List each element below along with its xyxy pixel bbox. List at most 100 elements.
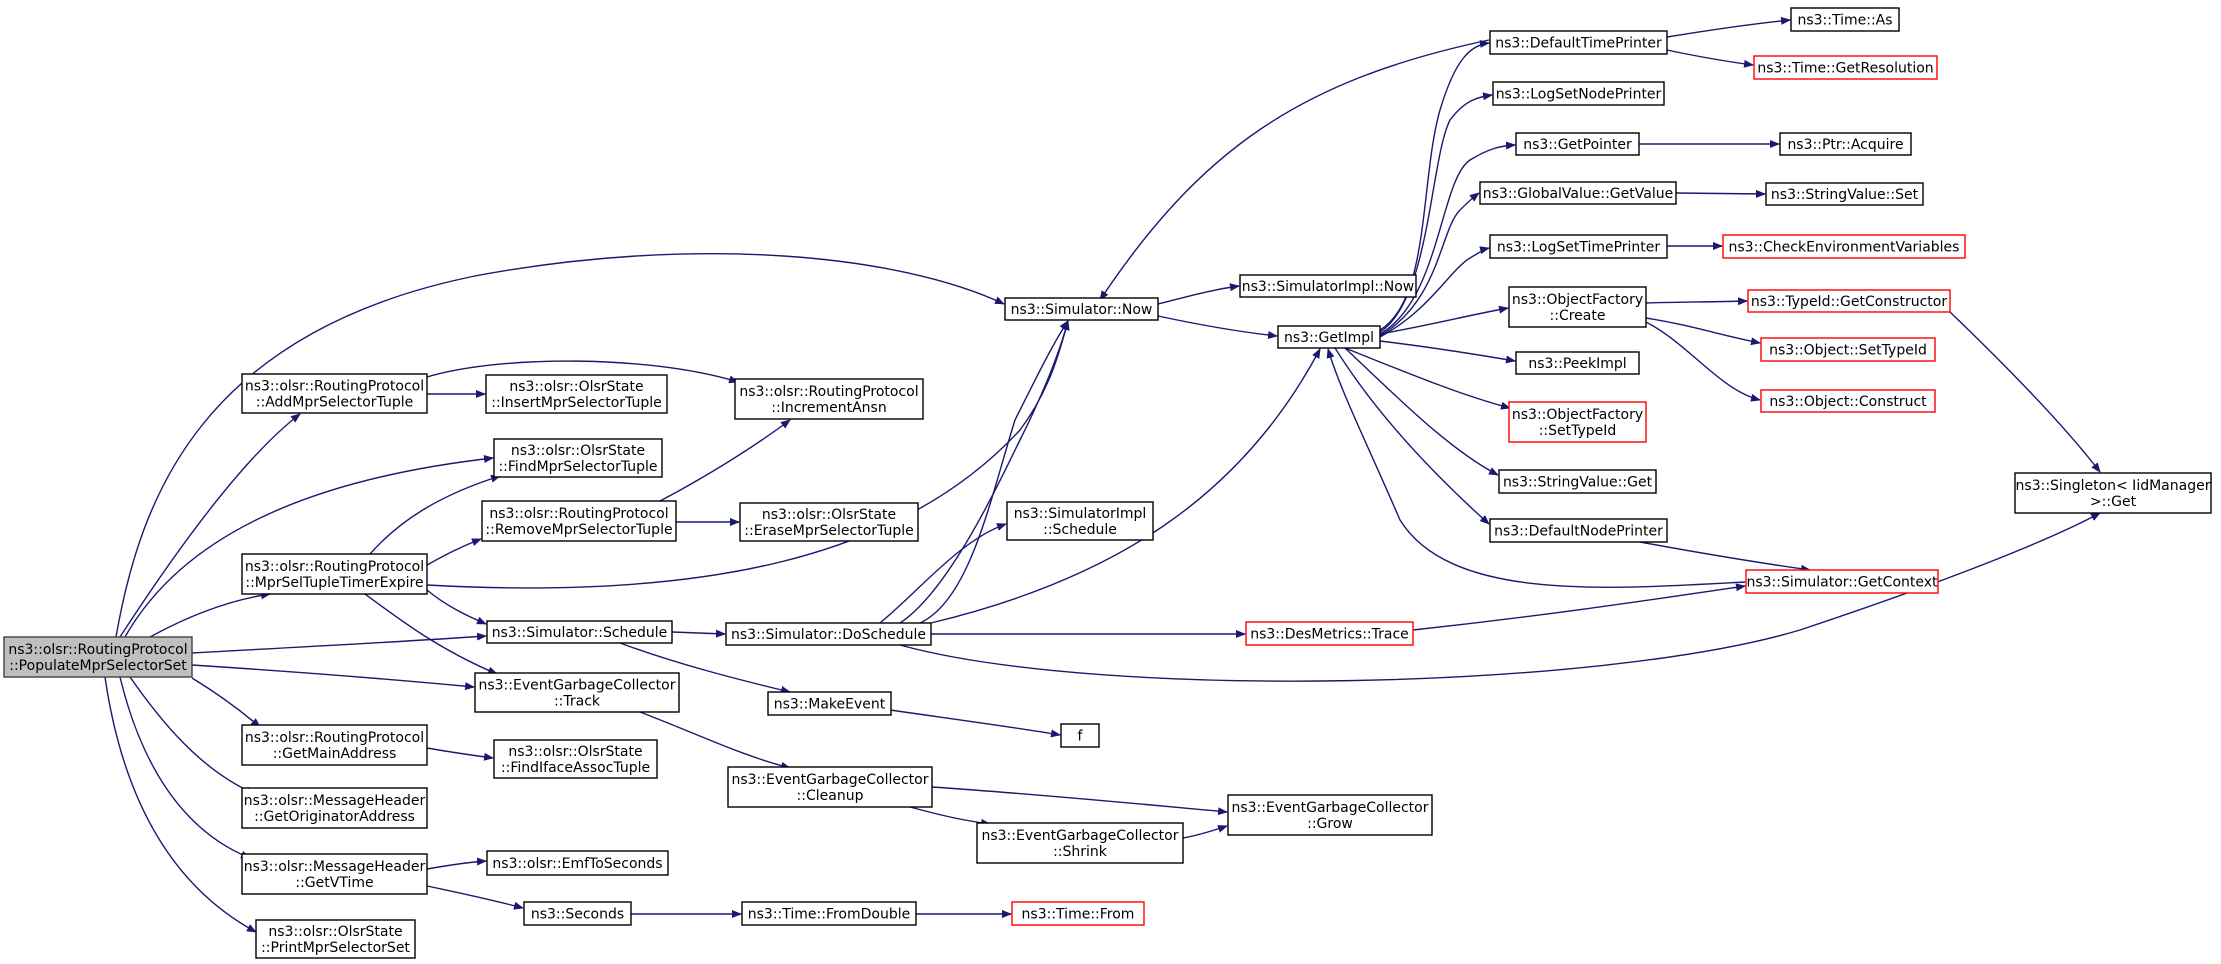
node-gv-getvalue[interactable]: ns3::GlobalValue::GetValue bbox=[1479, 181, 1677, 205]
node-of-create[interactable]: ns3::ObjectFactory::Create bbox=[1508, 286, 1647, 328]
node-sim-now[interactable]: ns3::Simulator::Now bbox=[1004, 297, 1159, 321]
node-increment-ansn[interactable]: ns3::olsr::RoutingProtocol::IncrementAns… bbox=[734, 378, 924, 420]
edge-get_impl-to-sv_get bbox=[1344, 347, 1499, 476]
node-get-vtime[interactable]: ns3::olsr::MessageHeader::GetVTime bbox=[241, 853, 428, 895]
edge-get_impl-to-of_settypeid bbox=[1344, 347, 1511, 410]
node-of-settypeid[interactable]: ns3::ObjectFactory::SetTypeId bbox=[1508, 401, 1647, 443]
node-box bbox=[481, 500, 677, 542]
node-label: ns3::olsr::RoutingProtocol bbox=[245, 379, 424, 395]
edge-populate-to-add_mpr bbox=[119, 413, 301, 638]
node-do-schedule[interactable]: ns3::Simulator::DoSchedule bbox=[725, 622, 932, 646]
node-make-event[interactable]: ns3::MakeEvent bbox=[767, 691, 892, 716]
node-label: ns3::Object::Construct bbox=[1769, 394, 1927, 410]
edge-egc_track-to-egc_cleanup bbox=[639, 711, 791, 770]
node-box bbox=[1745, 569, 1939, 594]
node-singleton-get[interactable]: ns3::Singleton< IidManager>::Get bbox=[2014, 472, 2212, 514]
node-erase-mpr[interactable]: ns3::olsr::OlsrState::EraseMprSelectorTu… bbox=[739, 502, 919, 542]
node-egc-track[interactable]: ns3::EventGarbageCollector::Track bbox=[474, 672, 680, 713]
node-emf[interactable]: ns3::olsr::EmfToSeconds bbox=[486, 850, 669, 876]
edge-sim_now-to-simimpl_now bbox=[1157, 283, 1240, 305]
edge-get_impl-to-get_pointer bbox=[1379, 141, 1516, 335]
node-time-as[interactable]: ns3::Time::As bbox=[1790, 7, 1900, 32]
node-ptr-acquire[interactable]: ns3::Ptr::Acquire bbox=[1779, 132, 1912, 156]
node-sim-getcontext[interactable]: ns3::Simulator::GetContext bbox=[1745, 569, 1939, 594]
node-get-pointer[interactable]: ns3::GetPointer bbox=[1515, 132, 1640, 156]
node-label: ns3::olsr::MessageHeader bbox=[244, 859, 426, 875]
node-egc-shrink[interactable]: ns3::EventGarbageCollector::Shrink bbox=[976, 822, 1184, 864]
node-label: ns3::Object::SetTypeId bbox=[1769, 343, 1927, 359]
node-box bbox=[727, 766, 933, 808]
edge-gv_getvalue-to-sv_set bbox=[1675, 189, 1766, 198]
node-box bbox=[241, 853, 428, 895]
node-log-time[interactable]: ns3::LogSetTimePrinter bbox=[1489, 234, 1668, 259]
node-find-iface[interactable]: ns3::olsr::OlsrState::FindIfaceAssocTupl… bbox=[493, 739, 658, 779]
node-label: ns3::SimulatorImpl::Now bbox=[1242, 279, 1415, 295]
node-peek-impl[interactable]: ns3::PeekImpl bbox=[1515, 351, 1640, 375]
node-label: ns3::ObjectFactory bbox=[1512, 292, 1643, 308]
node-seconds[interactable]: ns3::Seconds bbox=[523, 901, 632, 926]
node-label: ns3::GlobalValue::GetValue bbox=[1483, 186, 1673, 202]
edge-egc_cleanup-to-egc_shrink bbox=[909, 806, 991, 827]
node-mprsel-expire[interactable]: ns3::olsr::RoutingProtocol::MprSelTupleT… bbox=[241, 553, 428, 595]
node-box bbox=[1489, 234, 1668, 259]
node-egc-grow[interactable]: ns3::EventGarbageCollector::Grow bbox=[1227, 794, 1433, 836]
edge-default_time-to-time_getres bbox=[1666, 49, 1754, 68]
node-get-impl[interactable]: ns3::GetImpl bbox=[1277, 325, 1381, 349]
node-label: ::InsertMprSelectorTuple bbox=[491, 395, 662, 411]
node-label: ns3::Time::FromDouble bbox=[748, 907, 911, 923]
node-label: f bbox=[1078, 729, 1084, 745]
node-label: ns3::EventGarbageCollector bbox=[1231, 800, 1428, 816]
node-label: ::GetOriginatorAddress bbox=[254, 809, 415, 825]
edge-egc_cleanup-to-egc_grow bbox=[931, 786, 1228, 816]
node-label: ns3::EventGarbageCollector bbox=[478, 678, 675, 694]
node-log-node[interactable]: ns3::LogSetNodePrinter bbox=[1492, 81, 1665, 106]
node-label: ::Track bbox=[554, 694, 601, 710]
node-time-fromdouble[interactable]: ns3::Time::FromDouble bbox=[741, 901, 917, 926]
node-obj-construct[interactable]: ns3::Object::Construct bbox=[1760, 389, 1936, 413]
node-sim-schedule[interactable]: ns3::Simulator::Schedule bbox=[486, 620, 673, 644]
node-time-from[interactable]: ns3::Time::From bbox=[1011, 901, 1145, 926]
node-typeid-getctor[interactable]: ns3::TypeId::GetConstructor bbox=[1747, 289, 1951, 313]
node-box bbox=[486, 850, 669, 876]
node-box bbox=[241, 724, 428, 766]
edge-populate-to-sim_now bbox=[115, 252, 1005, 638]
node-populate[interactable]: ns3::olsr::RoutingProtocol::PopulateMprS… bbox=[3, 636, 193, 678]
node-add-mpr[interactable]: ns3::olsr::RoutingProtocol::AddMprSelect… bbox=[241, 373, 428, 414]
node-check-env[interactable]: ns3::CheckEnvironmentVariables bbox=[1722, 234, 1966, 259]
edge-do_schedule-to-singleton_get bbox=[899, 512, 2101, 682]
node-label: ::MprSelTupleTimerExpire bbox=[245, 575, 423, 591]
node-label: ns3::Time::GetResolution bbox=[1757, 61, 1933, 77]
node-label: ns3::LogSetNodePrinter bbox=[1496, 87, 1662, 103]
node-insert-mpr[interactable]: ns3::olsr::OlsrState::InsertMprSelectorT… bbox=[485, 374, 668, 414]
edge-populate-to-mprsel_expire bbox=[149, 591, 271, 638]
node-find-mpr[interactable]: ns3::olsr::OlsrState::FindMprSelectorTup… bbox=[493, 438, 663, 478]
node-egc-cleanup[interactable]: ns3::EventGarbageCollector::Cleanup bbox=[727, 766, 933, 808]
node-simimpl-now[interactable]: ns3::SimulatorImpl::Now bbox=[1239, 274, 1417, 298]
node-default-time[interactable]: ns3::DefaultTimePrinter bbox=[1489, 30, 1668, 55]
node-box bbox=[1479, 181, 1677, 205]
node-sv-get[interactable]: ns3::StringValue::Get bbox=[1498, 469, 1657, 494]
edge-get_impl-to-gv_getvalue bbox=[1379, 192, 1480, 337]
node-get-main[interactable]: ns3::olsr::RoutingProtocol::GetMainAddre… bbox=[241, 724, 428, 766]
node-f[interactable]: f bbox=[1060, 723, 1100, 748]
edge-populate-to-egc_track bbox=[191, 664, 475, 691]
node-obj-settypeid[interactable]: ns3::Object::SetTypeId bbox=[1760, 337, 1936, 362]
node-time-getres[interactable]: ns3::Time::GetResolution bbox=[1753, 55, 1938, 80]
node-label: ns3::olsr::RoutingProtocol bbox=[8, 642, 187, 658]
node-label: ns3::CheckEnvironmentVariables bbox=[1729, 240, 1960, 256]
node-box bbox=[241, 787, 428, 829]
node-label: ns3::Time::From bbox=[1022, 907, 1135, 923]
edge-do_schedule-to-sim_now bbox=[899, 320, 1070, 624]
node-default-node[interactable]: ns3::DefaultNodePrinter bbox=[1489, 518, 1668, 543]
node-des-trace[interactable]: ns3::DesMetrics::Trace bbox=[1245, 621, 1414, 646]
node-label: ::PrintMprSelectorSet bbox=[261, 940, 410, 956]
node-print-mpr[interactable]: ns3::olsr::OlsrState::PrintMprSelectorSe… bbox=[255, 919, 416, 959]
node-sv-set[interactable]: ns3::StringValue::Set bbox=[1765, 182, 1924, 206]
node-get-orig[interactable]: ns3::olsr::MessageHeader::GetOriginatorA… bbox=[241, 787, 428, 829]
node-simimpl-sched[interactable]: ns3::SimulatorImpl::Schedule bbox=[1006, 501, 1154, 541]
node-label: ns3::olsr::MessageHeader bbox=[244, 793, 426, 809]
nodes: ns3::olsr::RoutingProtocol::PopulateMprS… bbox=[3, 7, 2212, 959]
edge-default_time-to-time_as bbox=[1666, 16, 1791, 38]
node-remove-mpr[interactable]: ns3::olsr::RoutingProtocol::RemoveMprSel… bbox=[481, 500, 677, 542]
